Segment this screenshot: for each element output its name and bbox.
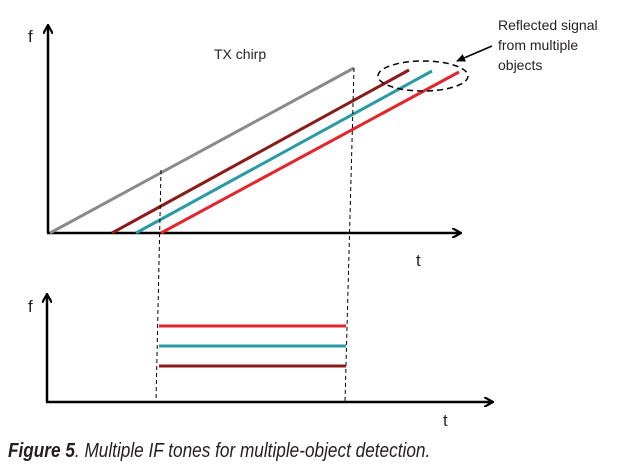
reflection-highlight-ellipse bbox=[377, 60, 469, 92]
caption-text: . Multiple IF tones for multiple-object … bbox=[74, 440, 431, 462]
bottom-x-axis-label: t bbox=[443, 411, 448, 430]
top-chart: f t TX chirp Reflected signal from multi… bbox=[28, 17, 598, 270]
tx-chirp-label: TX chirp bbox=[214, 46, 266, 62]
annotation-arrow bbox=[456, 45, 493, 62]
bottom-chart: f t bbox=[28, 295, 492, 430]
figure-caption: Figure 5. Multiple IF tones for multiple… bbox=[8, 440, 430, 463]
bottom-y-axis-label: f bbox=[28, 297, 33, 316]
guide-lines bbox=[155, 67, 355, 403]
reflected-chirp-line-3 bbox=[160, 70, 460, 235]
annotation-line-1: Reflected signal bbox=[498, 17, 598, 33]
guide-line-left bbox=[155, 169, 162, 403]
top-y-axis-label: f bbox=[28, 27, 33, 46]
top-x-axis-label: t bbox=[416, 251, 421, 270]
caption-figure-number: Figure 5 bbox=[8, 440, 75, 462]
reflected-chirp-line-2 bbox=[135, 69, 433, 235]
reflected-chirp-line-1 bbox=[111, 68, 410, 235]
annotation-line-2: from multiple bbox=[498, 37, 578, 53]
annotation-line-3: objects bbox=[498, 57, 542, 73]
tx-chirp-line bbox=[49, 66, 355, 235]
